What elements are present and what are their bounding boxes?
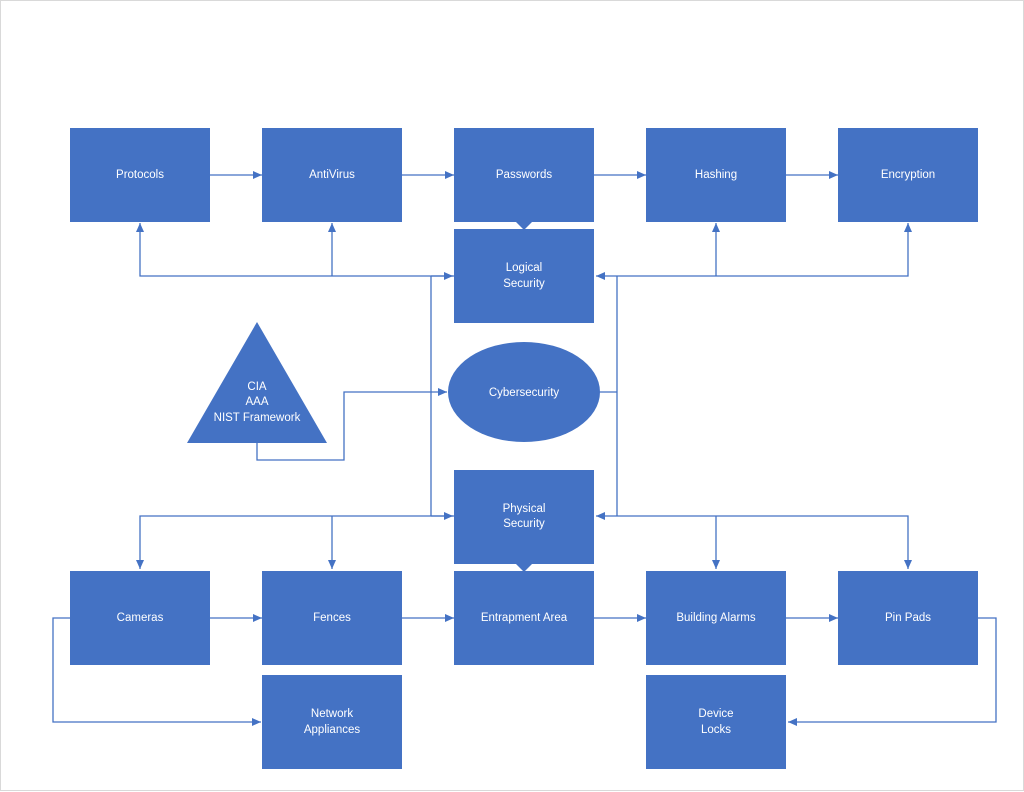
label-passwords: Passwords (496, 169, 552, 181)
node-physical-security[interactable] (454, 470, 594, 564)
passwords-logical-notch (516, 222, 532, 230)
node-cameras[interactable] (70, 571, 210, 665)
label-physical-security-line2: Security (503, 518, 545, 530)
node-cybersecurity[interactable] (448, 342, 600, 442)
label-protocols: Protocols (116, 169, 164, 181)
label-physical-security-line1: Physical (503, 503, 546, 515)
connector-cameras-to-network-appliances (52, 617, 261, 726)
connector-logical-to-protocols (136, 223, 454, 277)
label-building-alarms: Building Alarms (676, 612, 756, 624)
node-device-locks[interactable] (646, 675, 786, 769)
nodes (70, 128, 978, 769)
node-antivirus[interactable] (262, 128, 402, 222)
label-hashing: Hashing (695, 169, 737, 181)
label-device-locks-line2: Locks (701, 724, 731, 736)
label-device-locks-line1: Device (698, 708, 733, 720)
node-encryption[interactable] (838, 128, 978, 222)
node-building-alarms[interactable] (646, 571, 786, 665)
label-antivirus: AntiVirus (309, 169, 355, 181)
node-hashing[interactable] (646, 128, 786, 222)
label-frameworks-line2: AAA (245, 396, 268, 408)
node-network-appliances[interactable] (262, 675, 402, 769)
connector-physical-to-cameras (136, 515, 454, 569)
label-logical-security-line2: Security (503, 278, 545, 290)
node-pin-pads[interactable] (838, 571, 978, 665)
label-entrapment-area: Entrapment Area (481, 612, 568, 624)
label-network-appliances-line1: Network (311, 708, 353, 720)
node-logical-security[interactable] (454, 229, 594, 323)
physical-entrapment-notch (516, 564, 532, 572)
node-entrapment-area[interactable] (454, 571, 594, 665)
connector-frameworks-to-cybersecurity (256, 388, 447, 461)
label-cybersecurity: Cybersecurity (489, 387, 560, 399)
connector-physical-to-pin-pads (617, 515, 912, 569)
connectors (52, 171, 997, 726)
node-fences[interactable] (262, 571, 402, 665)
label-fences: Fences (313, 612, 351, 624)
label-encryption: Encryption (881, 169, 935, 181)
node-frameworks-triangle[interactable] (187, 322, 327, 443)
label-logical-security-line1: Logical (506, 262, 542, 274)
label-pin-pads: Pin Pads (885, 612, 931, 624)
node-passwords[interactable] (454, 128, 594, 222)
label-cameras: Cameras (117, 612, 164, 624)
labels: Protocols AntiVirus Passwords Hashing En… (116, 169, 935, 736)
connector-logical-to-encryption (617, 223, 912, 277)
label-frameworks-line3: NIST Framework (214, 412, 301, 424)
label-frameworks-line1: CIA (247, 381, 267, 393)
label-network-appliances-line2: Appliances (304, 724, 361, 736)
connector-pinpads-to-device-locks (788, 617, 997, 726)
node-protocols[interactable] (70, 128, 210, 222)
